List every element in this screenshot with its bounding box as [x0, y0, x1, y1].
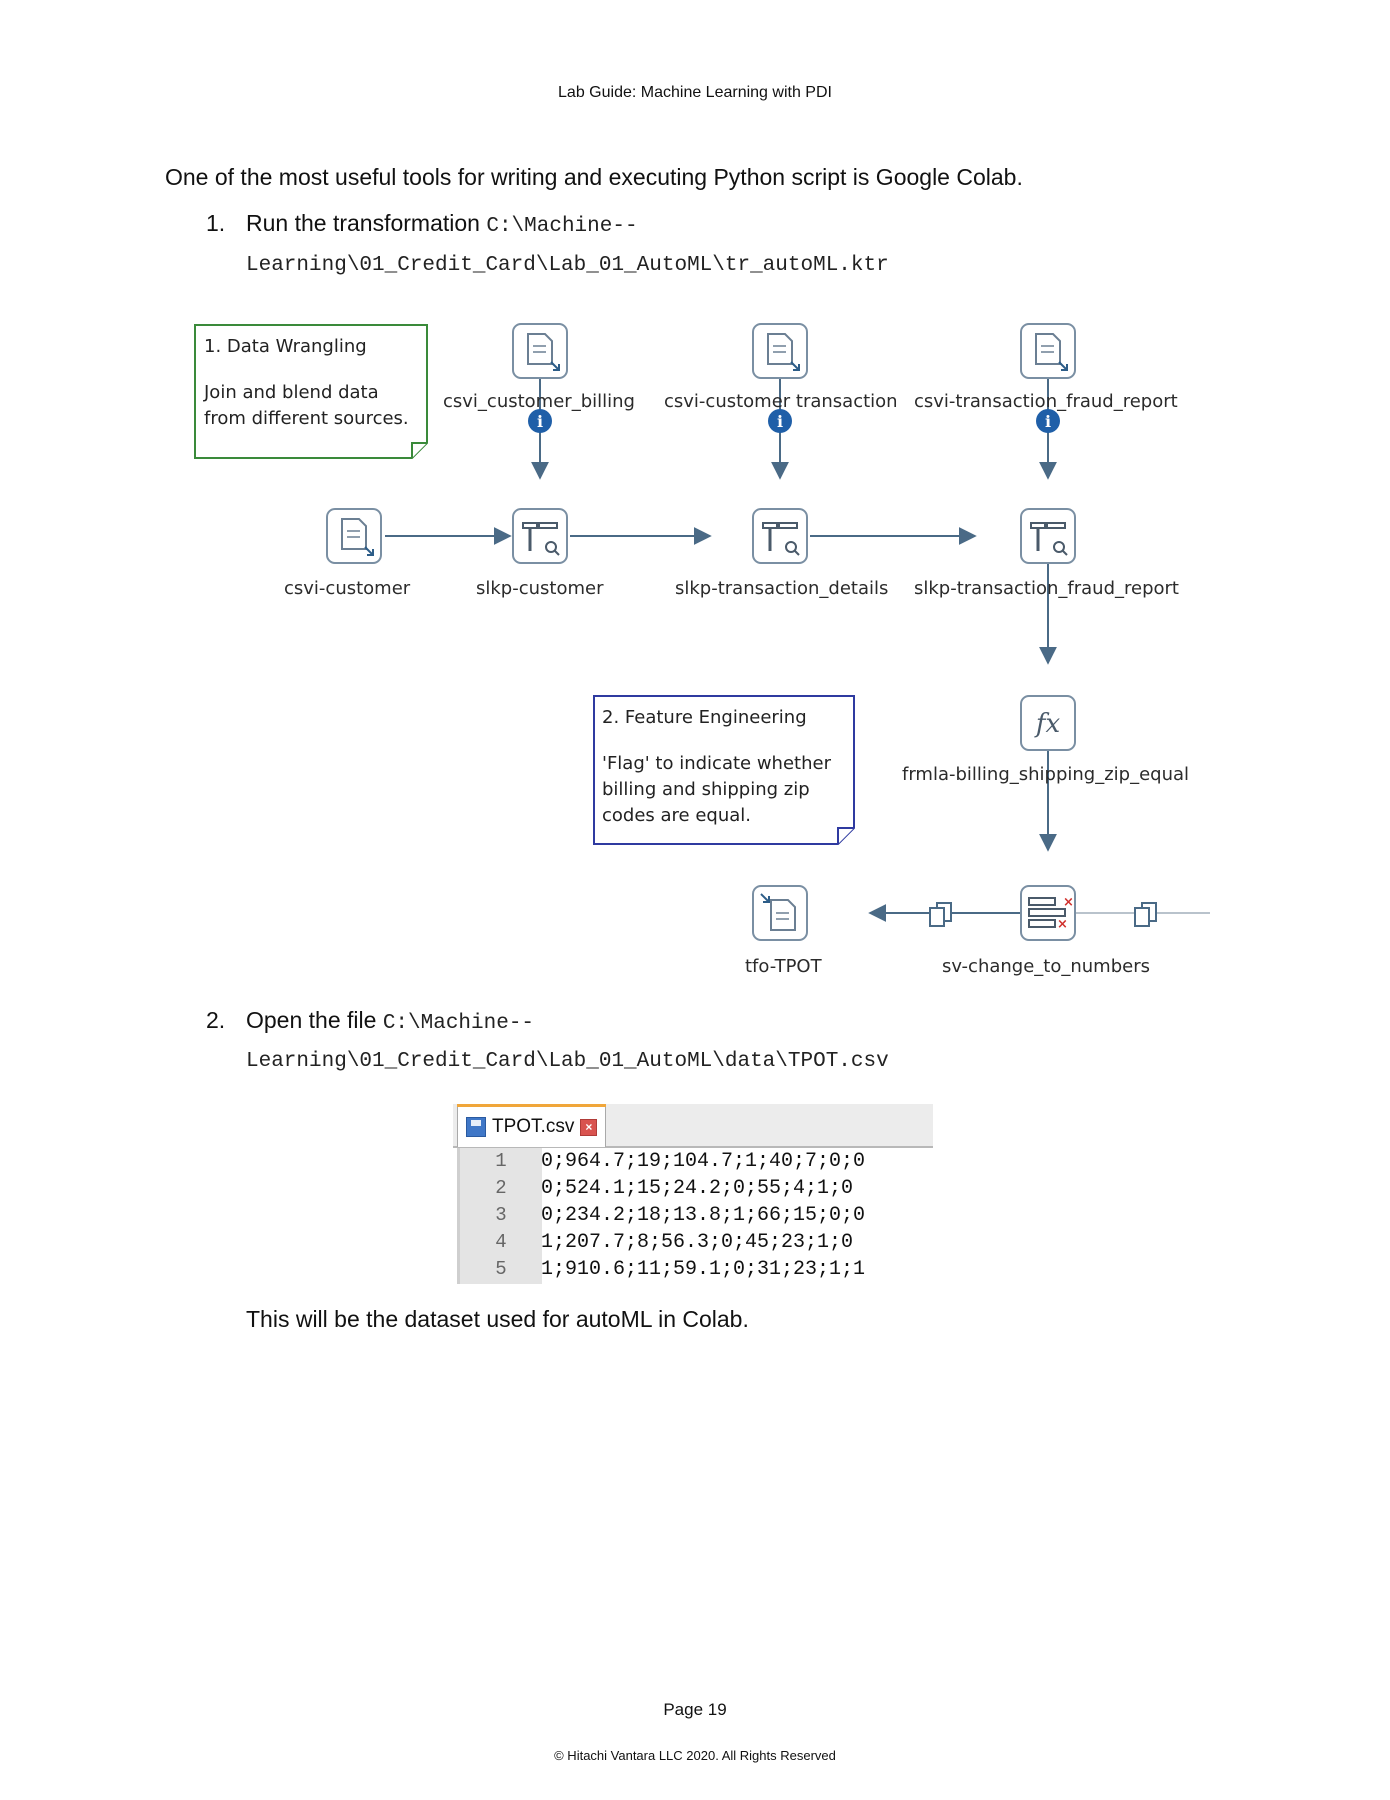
line-number: 4: [495, 1231, 507, 1253]
note-feature-engineering: 2. Feature Engineering 'Flag' to indicat…: [593, 695, 855, 845]
editor-content[interactable]: 0;964.7;19;104.7;1;40;7;0;0 0;524.1;15;2…: [541, 1148, 933, 1283]
svg-text:i: i: [537, 412, 543, 431]
page-number: Page 19: [663, 1700, 727, 1719]
transformation-diagram: 1. Data Wrangling Join and blend data fr…: [190, 318, 1210, 978]
stream-lookup-icon[interactable]: [512, 508, 568, 564]
file-input-icon[interactable]: [326, 508, 382, 564]
transformation-canvas: 1. Data Wrangling Join and blend data fr…: [194, 323, 1210, 977]
node-label-slkp-customer: slkp-customer: [476, 578, 604, 599]
node-label-csvi-customer-billing: csvi_customer_billing: [443, 391, 635, 412]
closing-paragraph: This will be the dataset used for autoML…: [246, 1306, 749, 1332]
csv-editor: TPOT.csv × 1 2 3 4 5 0;964.7;19;104.7;1;…: [453, 1104, 933, 1284]
close-icon[interactable]: ×: [580, 1118, 598, 1136]
svg-text:i: i: [777, 412, 783, 431]
step-2-text: Open the file: [246, 1007, 383, 1033]
node-label-slkp-transaction-fraud-report: slkp-transaction_fraud_report: [914, 578, 1179, 599]
info-icon[interactable]: i: [1036, 409, 1060, 433]
node-label-sv-change: sv-change_to_numbers: [942, 956, 1150, 977]
svg-text:fx: fx: [1034, 709, 1061, 739]
step-1-number: 1.: [206, 210, 226, 236]
tab-tpot-csv[interactable]: TPOT.csv ×: [457, 1104, 607, 1147]
line-number: 2: [495, 1177, 507, 1199]
tab-label: TPOT.csv: [492, 1116, 575, 1137]
info-icon[interactable]: i: [768, 409, 792, 433]
line-number: 3: [495, 1204, 507, 1226]
select-values-icon[interactable]: × ×: [1020, 885, 1076, 941]
code-line: 1;207.7;8;56.3;0;45;23;1;0: [541, 1231, 854, 1254]
step-1-text: Run the transformation: [246, 210, 487, 236]
step-2-path-line1: C:\Machine--: [382, 1012, 535, 1035]
step-1-path-line2: Learning\01_Credit_Card\Lab_01_AutoML\tr…: [246, 254, 889, 277]
note-2-line3: codes are equal.: [602, 805, 751, 826]
file-output-icon[interactable]: [752, 885, 808, 941]
note-1-title: 1. Data Wrangling: [204, 336, 367, 357]
document-header: Lab Guide: Machine Learning with PDI: [558, 84, 832, 101]
stream-lookup-icon[interactable]: [752, 508, 808, 564]
code-line: 0;234.2;18;13.8;1;66;15;0;0: [541, 1204, 866, 1227]
copy-rows-icon: [929, 902, 952, 927]
step-1-path-line1: C:\Machine--: [486, 215, 638, 238]
code-line: 1;910.6;11;59.1;0;31;23;1;1: [541, 1258, 866, 1281]
copy-rows-icon: [1134, 902, 1157, 927]
node-label-csvi-customer: csvi-customer: [284, 578, 411, 599]
step-2-path-line2: Learning\01_Credit_Card\Lab_01_AutoML\da…: [246, 1050, 889, 1073]
node-label-slkp-transaction-details: slkp-transaction_details: [675, 578, 888, 599]
node-label-csvi-customer-transaction: csvi-customer transaction: [664, 391, 898, 412]
step-1: 1. Run the transformation C:\Machine--: [206, 210, 638, 238]
file-input-icon[interactable]: [512, 323, 568, 379]
file-input-icon[interactable]: [752, 323, 808, 379]
save-icon: [466, 1117, 486, 1137]
copyright: © Hitachi Vantara LLC 2020. All Rights R…: [554, 1748, 836, 1763]
step-2-number: 2.: [206, 1007, 226, 1033]
note-2-title: 2. Feature Engineering: [602, 707, 807, 728]
file-input-icon[interactable]: [1020, 323, 1076, 379]
stream-lookup-icon[interactable]: [1020, 508, 1076, 564]
svg-text:i: i: [1045, 412, 1051, 431]
step-2: 2. Open the file C:\Machine--: [206, 1007, 534, 1035]
line-number-gutter: 1 2 3 4 5: [457, 1148, 542, 1284]
code-line: 0;964.7;19;104.7;1;40;7;0;0: [541, 1150, 866, 1173]
note-data-wrangling: 1. Data Wrangling Join and blend data fr…: [194, 324, 428, 459]
line-number: 1: [495, 1150, 507, 1172]
svg-text:×: ×: [1057, 917, 1068, 932]
code-line: 0;524.1;15;24.2;0;55;4;1;0: [541, 1177, 854, 1200]
node-label-tfo-tpot: tfo-TPOT: [745, 956, 823, 977]
note-2-line1: 'Flag' to indicate whether: [602, 753, 832, 774]
note-1-line2: from different sources.: [204, 408, 409, 429]
editor-tabbar: TPOT.csv ×: [453, 1104, 933, 1148]
node-label-formula: frmla-billing_shipping_zip_equal: [902, 764, 1189, 785]
note-2-line2: billing and shipping zip: [602, 779, 810, 800]
formula-icon[interactable]: fx: [1020, 695, 1076, 751]
info-icon[interactable]: i: [528, 409, 552, 433]
note-1-line1: Join and blend data: [203, 382, 379, 403]
svg-text:×: ×: [1063, 895, 1074, 910]
line-number: 5: [495, 1258, 507, 1280]
node-label-csvi-transaction-fraud-report: csvi-transaction_fraud_report: [914, 391, 1178, 412]
intro-paragraph: One of the most useful tools for writing…: [165, 164, 1023, 190]
